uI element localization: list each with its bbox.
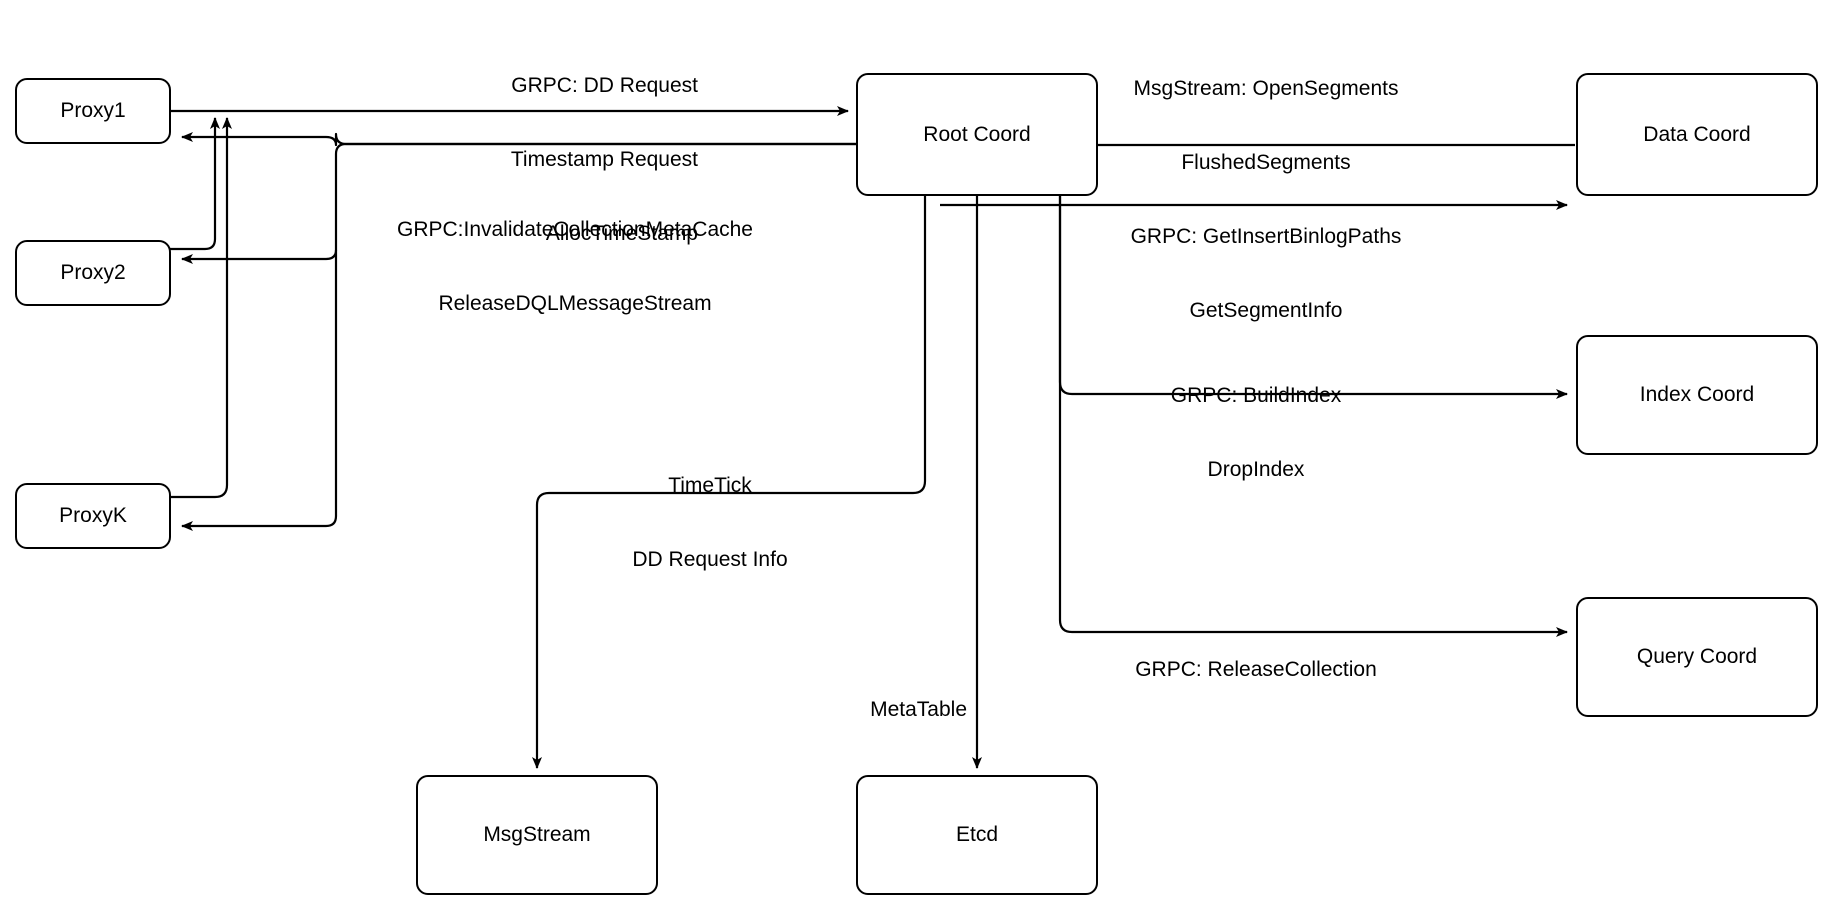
node-etcd[interactable]: Etcd [856, 775, 1098, 895]
node-proxy2[interactable]: Proxy2 [15, 240, 171, 306]
edge-label-root-to-proxy: GRPC:InvalidateCollectionMetaCache Relea… [355, 168, 795, 366]
node-query-coord[interactable]: Query Coord [1576, 597, 1818, 717]
edge-label-root-to-msgstream: TimeTick DD Request Info [570, 424, 850, 622]
edge-label-root-to-etcd: MetaTable [735, 648, 967, 772]
edge-proxyk-to-root-coord [170, 117, 232, 499]
edge-root-coord-to-query-coord [1058, 196, 1568, 637]
edge-label-root-to-data: GRPC: GetInsertBinlogPaths GetSegmentInf… [1046, 175, 1486, 373]
node-msgstream-label: MsgStream [483, 823, 591, 847]
edge-label-data-to-root-line1: MsgStream: OpenSegments [1133, 76, 1399, 100]
edge-root-coord-proxy-bus [181, 142, 856, 531]
edge-label-root-to-index-line2: DropIndex [1207, 457, 1305, 481]
edge-label-root-to-query-line1: GRPC: ReleaseCollection [1135, 657, 1377, 681]
node-etcd-label: Etcd [955, 823, 999, 847]
node-data-coord-label: Data Coord [1643, 122, 1751, 146]
node-data-coord[interactable]: Data Coord [1576, 73, 1818, 196]
edge-label-data-to-root: MsgStream: OpenSegments FlushedSegments [1036, 27, 1496, 225]
node-proxy2-label: Proxy2 [60, 261, 126, 285]
edge-label-root-to-index-line1: GRPC: BuildIndex [1170, 383, 1342, 407]
edge-label-root-to-etcd-line1: MetaTable [870, 697, 967, 721]
edge-label-proxy-to-root: GRPC: DD Request Timestamp Request Alloc… [268, 24, 698, 296]
node-msgstream[interactable]: MsgStream [416, 775, 658, 895]
edge-label-root-to-index: GRPC: BuildIndex DropIndex [1086, 334, 1426, 532]
node-proxyk-label: ProxyK [59, 504, 127, 528]
edge-label-root-to-query: GRPC: ReleaseCollection [1086, 608, 1426, 732]
node-proxy1-label: Proxy1 [60, 99, 126, 123]
edge-label-proxy-to-root-line3: AllocTimeStamp [545, 222, 698, 246]
edge-label-proxy-to-root-line1: GRPC: DD Request [511, 73, 698, 97]
node-index-coord-label: Index Coord [1639, 383, 1755, 407]
edge-label-root-to-data-line1: GRPC: GetInsertBinlogPaths [1130, 224, 1402, 248]
edge-label-root-to-data-line2: GetSegmentInfo [1189, 298, 1343, 322]
node-proxy1[interactable]: Proxy1 [15, 78, 171, 144]
edge-label-proxy-to-root-line2: Timestamp Request [510, 147, 698, 171]
edge-label-root-to-proxy-line2: ReleaseDQLMessageStream [438, 291, 712, 315]
node-index-coord[interactable]: Index Coord [1576, 335, 1818, 455]
edge-root-coord-to-msgstream [532, 196, 927, 769]
node-proxyk[interactable]: ProxyK [15, 483, 171, 549]
edge-label-root-to-msgstream-line2: DD Request Info [632, 547, 788, 571]
node-root-coord-label: Root Coord [923, 122, 1031, 146]
edge-label-root-to-msgstream-line1: TimeTick [668, 473, 752, 497]
edge-label-data-to-root-line2: FlushedSegments [1181, 150, 1351, 174]
edge-proxy2-to-root-coord [170, 117, 220, 251]
edge-root-coord-to-proxy2 [181, 249, 338, 264]
edge-label-root-to-proxy-line1: GRPC:InvalidateCollectionMetaCache [396, 217, 753, 241]
node-query-coord-label: Query Coord [1636, 645, 1758, 669]
